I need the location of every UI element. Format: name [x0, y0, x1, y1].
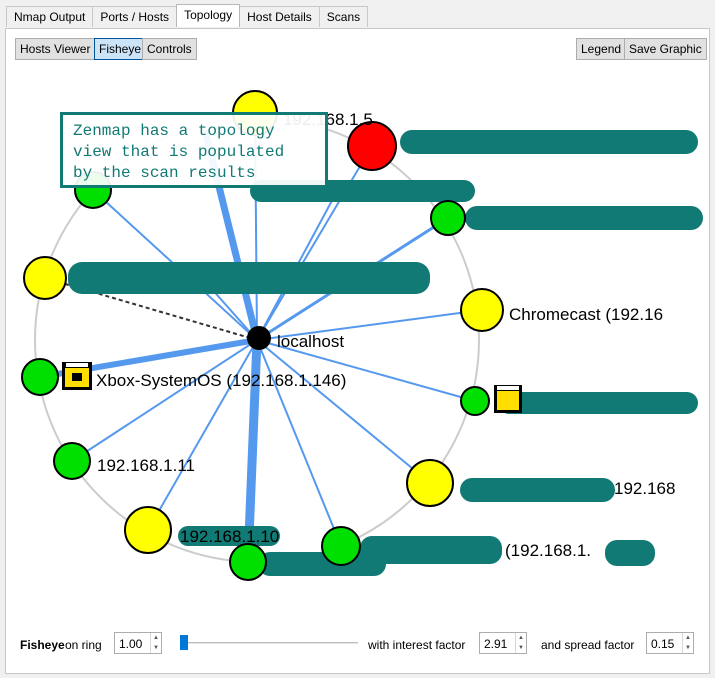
- fisheye-label: Fisheye: [20, 638, 65, 652]
- tab-nmap-output[interactable]: Nmap Output: [6, 6, 94, 27]
- tab-ports-hosts[interactable]: Ports / Hosts: [92, 6, 178, 27]
- interest-factor-label: with interest factor: [368, 638, 466, 652]
- callout-line: view that is populated: [73, 143, 285, 161]
- on-ring-label: on ring: [65, 638, 102, 652]
- spread-factor-spinbox[interactable]: 0.15 ▲ ▼: [646, 632, 694, 654]
- spin-down-icon[interactable]: ▼: [518, 645, 524, 651]
- host-label-n6: 192.168: [614, 479, 675, 498]
- redaction-blob: [68, 262, 430, 294]
- lock-icon: [62, 362, 92, 390]
- host-node-n9[interactable]: [124, 506, 172, 554]
- ring-spinbox[interactable]: 1.00 ▲ ▼: [114, 632, 162, 654]
- localhost-label: localhost: [277, 332, 344, 351]
- spin-up-icon[interactable]: ▲: [153, 635, 159, 641]
- redaction-blob: [605, 540, 655, 566]
- edge-n8: [243, 339, 262, 563]
- spin-down-icon[interactable]: ▼: [685, 645, 691, 651]
- tab-topology[interactable]: Topology: [176, 4, 241, 27]
- host-node-n10[interactable]: [53, 442, 91, 480]
- edge-n5: [256, 339, 476, 402]
- host-label-n10: 192.168.1.11: [97, 456, 195, 475]
- redaction-blob: [258, 552, 386, 576]
- host-node-n4[interactable]: [460, 288, 504, 332]
- fisheye-controls-bar: Fisheye on ring 1.00 ▲ ▼ with interest fa…: [20, 632, 700, 656]
- redaction-blob: [400, 130, 698, 154]
- spin-down-icon[interactable]: ▼: [153, 645, 159, 651]
- interest-factor-value: 2.91: [484, 637, 508, 651]
- ring-slider[interactable]: [180, 632, 358, 654]
- host-node-n11[interactable]: [21, 358, 59, 396]
- slider-track: [180, 642, 358, 644]
- host-node-n7[interactable]: [321, 526, 361, 566]
- redaction-blob: [360, 536, 502, 564]
- ring-value: 1.00: [119, 637, 143, 651]
- spin-up-icon[interactable]: ▲: [518, 635, 524, 641]
- localhost-node[interactable]: [247, 326, 271, 350]
- interest-factor-spinbox[interactable]: 2.91 ▲ ▼: [479, 632, 527, 654]
- host-label-n4: Chromecast (192.16: [509, 305, 663, 324]
- controls-toggle-button[interactable]: Controls: [142, 38, 197, 60]
- redaction-blob: [498, 392, 698, 414]
- host-node-n6[interactable]: [406, 459, 454, 507]
- spin-up-icon[interactable]: ▲: [685, 635, 691, 641]
- tab-bar: Nmap Output Ports / Hosts Topology Host …: [6, 4, 369, 28]
- edge-n6: [256, 339, 431, 484]
- tab-host-details[interactable]: Host Details: [239, 6, 320, 27]
- topology-canvas[interactable]: localhost 192.168.1.5 Chromecast (192.16…: [0, 0, 715, 630]
- host-node-n3[interactable]: [430, 200, 466, 236]
- tab-scans[interactable]: Scans: [318, 6, 369, 27]
- edge-n7: [256, 339, 342, 547]
- edge-n4: [256, 309, 483, 341]
- host-node-n8[interactable]: [229, 543, 267, 581]
- annotation-callout: Zenmap has a topology view that is popul…: [60, 112, 328, 188]
- edge-n2: [256, 145, 373, 341]
- host-node-n2[interactable]: [347, 121, 397, 171]
- spread-factor-value: 0.15: [651, 637, 675, 651]
- hosts-viewer-button[interactable]: Hosts Viewer: [15, 38, 96, 60]
- callout-line: Zenmap has a topology: [73, 122, 275, 140]
- host-label-n7: (192.168.1.: [505, 541, 591, 560]
- legend-button[interactable]: Legend: [576, 38, 627, 60]
- edge-n9: [147, 339, 258, 531]
- host-node-n5[interactable]: [460, 386, 490, 416]
- slider-thumb[interactable]: [180, 635, 188, 650]
- lock-icon: [494, 385, 522, 413]
- redaction-blob: [465, 206, 703, 230]
- host-node-n12[interactable]: [23, 256, 67, 300]
- host-label-n9: 192.168.1.10: [180, 527, 279, 546]
- spread-factor-label: and spread factor: [541, 638, 635, 652]
- save-graphic-button[interactable]: Save Graphic: [624, 38, 707, 60]
- callout-line: by the scan results: [73, 164, 256, 182]
- edge-n10: [71, 339, 258, 462]
- fisheye-toggle-button[interactable]: Fisheye: [94, 38, 147, 60]
- redaction-blob: [178, 526, 280, 546]
- redaction-blob: [460, 478, 615, 502]
- host-label-n11: Xbox-SystemOS (192.168.1.146): [96, 371, 346, 390]
